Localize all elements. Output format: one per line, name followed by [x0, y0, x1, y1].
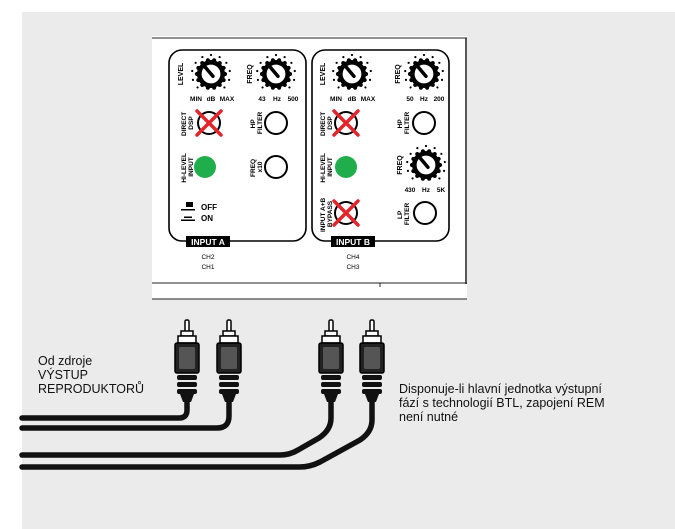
hi-level-label-b: HI-LEVEL INPUT [320, 151, 334, 182]
switch-on-icon [181, 216, 195, 221]
freq-label-b: FREQ [395, 64, 402, 84]
freq2-min-b: 430 [405, 187, 416, 194]
freq-unit-a: Hz [273, 96, 282, 103]
switch-on-label: ON [201, 214, 213, 223]
direct-dsp-label-b: DIRECT DSP [320, 110, 334, 136]
input-b-frame [311, 49, 450, 242]
knob-dial-icon [191, 53, 231, 90]
freq2-max-b: 5K [437, 187, 446, 194]
cable-1 [19, 395, 190, 421]
cable-4 [19, 395, 375, 470]
input-b-title: INPUT B [336, 237, 370, 247]
freq2-label-b: FREQ [397, 155, 404, 175]
input-a-frame [168, 49, 307, 242]
input-a-channel-2: CH1 [201, 264, 214, 271]
input-b-channel-1: CH4 [346, 254, 359, 261]
freq-knob-a[interactable]: FREQ 43 Hz 500 [247, 53, 299, 103]
level-label-b: LEVEL [320, 62, 327, 85]
freq-min-a: 43 [258, 96, 266, 103]
cable-2 [19, 395, 232, 431]
rca-plug-icon [216, 319, 242, 402]
level-max-a: MAX [220, 96, 235, 103]
cable-3 [19, 395, 334, 458]
freq-knob-b[interactable]: FREQ 50 Hz 200 [395, 53, 445, 103]
freq-x10-circle-a [264, 155, 288, 179]
hp-filter-circle-a [264, 111, 288, 135]
input-b-section: LEVEL MIN dB MAX FREQ 50 Hz 200 DIRECT D… [311, 49, 450, 271]
lp-filter-button-b[interactable]: LP FILTER [397, 201, 437, 226]
lp-filter-label-b: LP FILTER [397, 203, 411, 226]
switch-off-label: OFF [201, 203, 217, 212]
input-a-channel-1: CH2 [201, 254, 214, 261]
switch-off-icon [181, 202, 195, 211]
level-min-a: MIN [190, 96, 202, 103]
freq2-unit-b: Hz [422, 187, 431, 194]
rca-plugs [174, 319, 385, 402]
level-max-b: MAX [361, 96, 376, 103]
hi-level-input-indicator-b[interactable]: HI-LEVEL INPUT [320, 151, 357, 183]
knob-dial-icon [256, 53, 296, 90]
knob-dial-icon [332, 53, 372, 90]
lp-filter-circle-b [413, 201, 437, 225]
hi-level-label-a: HI-LEVEL INPUT [181, 151, 195, 182]
rca-plug-icon [359, 319, 385, 402]
level-unit-a: dB [207, 96, 216, 103]
freq-unit-b: Hz [420, 96, 429, 103]
level-knob-b[interactable]: LEVEL MIN dB MAX [320, 53, 376, 103]
freq-min-b: 50 [406, 96, 414, 103]
green-indicator-icon [194, 156, 216, 178]
direct-dsp-button-a[interactable]: DIRECT DSP [181, 109, 223, 137]
knob-dial-icon [406, 144, 446, 181]
rca-plug-icon [318, 319, 344, 402]
freq-x10-label-a: FREQ x10 [250, 157, 264, 177]
bypass-button-b[interactable]: INPUT A+B BYPASS [320, 196, 360, 232]
source-caption: Od zdroje VÝSTUP REPRODUKTORŮ [38, 354, 145, 396]
disabled-cross-icon [195, 109, 223, 137]
disabled-cross-icon [332, 199, 360, 227]
freq-max-b: 200 [434, 96, 445, 103]
input-b-channel-2: CH3 [346, 264, 359, 271]
hp-filter-button-a[interactable]: HP FILTER [250, 111, 288, 135]
hi-level-input-indicator-a[interactable]: HI-LEVEL INPUT [181, 151, 216, 183]
hp-filter-label-b: HP FILTER [397, 112, 411, 135]
bypass-label-b: INPUT A+B BYPASS [320, 196, 334, 232]
hp-filter-button-b[interactable]: HP FILTER [397, 111, 436, 135]
btl-note-caption: Disponuje-li hlavní jednotka výstupní fá… [399, 382, 605, 424]
level-unit-b: dB [348, 96, 357, 103]
switch-legend: OFF ON [181, 202, 217, 223]
knob-dial-icon [404, 53, 444, 90]
input-a-title: INPUT A [191, 237, 225, 247]
direct-dsp-button-b[interactable]: DIRECT DSP [320, 109, 360, 137]
freq-x10-button-a[interactable]: FREQ x10 [250, 155, 288, 179]
hp-filter-label-a: HP FILTER [250, 112, 264, 135]
direct-dsp-label-a: DIRECT DSP [181, 110, 195, 136]
freq-label-a: FREQ [247, 64, 254, 84]
input-a-section: LEVEL MIN dB MAX FREQ 43 Hz 500 DIRECT D… [168, 49, 307, 271]
input-b-title-box [331, 236, 375, 247]
level-min-b: MIN [330, 96, 342, 103]
level-knob-a[interactable]: LEVEL MIN dB MAX [178, 53, 235, 103]
freq-max-a: 500 [288, 96, 299, 103]
level-label-a: LEVEL [178, 62, 185, 85]
hp-filter-circle-b [412, 111, 436, 135]
disabled-cross-icon [332, 109, 360, 137]
input-a-title-box [186, 236, 230, 247]
rca-plug-icon [174, 319, 200, 402]
green-indicator-icon [335, 156, 357, 178]
speaker-cables [19, 395, 375, 470]
freq-lp-knob-b[interactable]: FREQ 430 Hz 5K [397, 144, 446, 194]
